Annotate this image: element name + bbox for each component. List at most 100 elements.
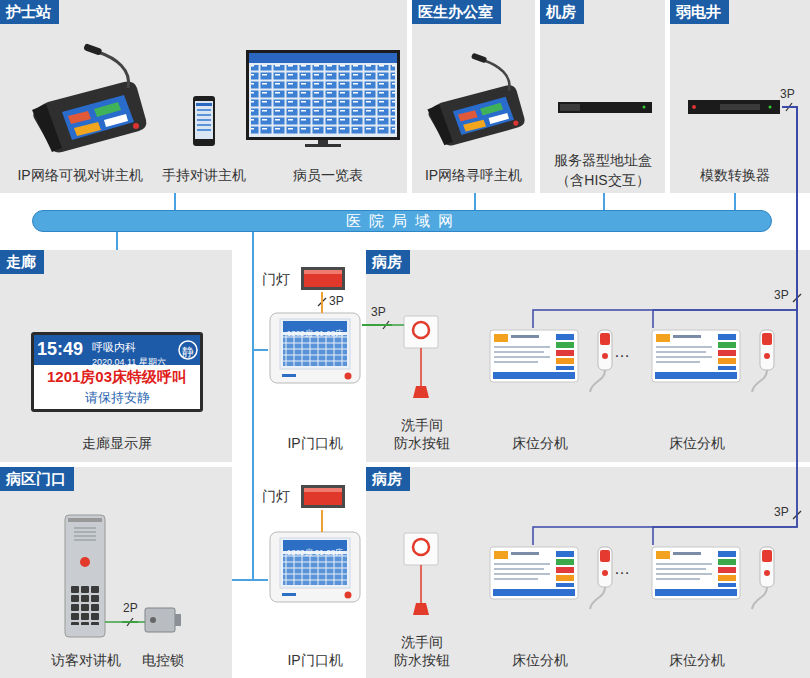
art-shape: [74, 532, 96, 533]
art-shape: [670, 0, 810, 193]
art-shape: [179, 341, 197, 359]
device-label: 门灯: [262, 270, 290, 288]
device-node: 1202房 01-03床 IP门口机: [268, 313, 362, 455]
text-holder: 病房: [366, 467, 410, 491]
text-holder: 门灯: [262, 270, 298, 288]
text-holder: 走廊: [0, 250, 44, 274]
wire: [474, 193, 476, 210]
art-shape: [80, 557, 90, 567]
lamp-node: 门灯: [262, 265, 347, 292]
screen-clock: 15:49: [37, 337, 83, 361]
device-label: 电控锁: [142, 651, 184, 669]
device-label: 洗手间 防水按钮: [392, 416, 452, 452]
text-holder: 手持对讲主机: [156, 166, 252, 184]
area-panel: 机房服务器型地址盒 （含HIS交互）: [540, 0, 665, 193]
door-unit-picture: [270, 313, 360, 383]
area-panel: 医生办公室 IP网络寻呼主机: [412, 0, 535, 193]
art-shape: [366, 467, 810, 678]
text-holder: 病房: [366, 250, 410, 274]
art-shape: [0, 250, 232, 462]
art-shape: [392, 324, 404, 326]
wire: [362, 324, 392, 326]
art-shape: [249, 63, 397, 137]
art-shape: [251, 65, 395, 135]
device-label: 洗手间 防水按钮: [392, 633, 452, 669]
device-label: IP门口机: [287, 434, 342, 452]
art-shape: [0, 467, 232, 678]
area-heading: 病房: [366, 250, 410, 274]
pull-button-picture: [404, 533, 438, 615]
art-shape: [558, 102, 652, 113]
electric-lock-picture: [145, 608, 181, 632]
screen-text: 1202房 01-03床: [287, 548, 343, 558]
text-holder: 3P: [774, 288, 789, 302]
device-label: 床位分机: [669, 651, 725, 669]
art-shape: [197, 109, 211, 111]
device-node: 床位分机: [488, 328, 620, 455]
text-holder: 1202房 01-03床: [283, 541, 347, 559]
art-shape: [366, 250, 810, 462]
text-holder: 洗手间 防水按钮: [392, 416, 452, 452]
device-node: 服务器型地址盒 （含HIS交互）: [546, 98, 660, 190]
wire: [734, 193, 736, 210]
area-heading: 医生办公室: [412, 0, 501, 24]
text-holder: 访客对讲机: [50, 651, 122, 669]
area-panel: 病房洗手间 防水按钮床位分机 床位分机: [366, 250, 810, 462]
text-holder: 机房: [540, 0, 584, 24]
wire: [321, 510, 323, 532]
art-shape: [145, 608, 175, 632]
text-holder: 弱电井: [670, 0, 729, 24]
wire: [122, 621, 138, 623]
visitor-intercom-picture: [65, 515, 105, 637]
art-shape: [34, 365, 200, 409]
door-lamp-picture: [301, 485, 345, 508]
device-label: 床位分机: [512, 651, 568, 669]
art-shape: [74, 528, 96, 529]
handset-picture: [752, 547, 774, 609]
art-shape: [318, 140, 328, 144]
bed-unit-picture: [652, 330, 740, 382]
device-label: IP网络寻呼主机: [425, 166, 522, 184]
art-shape: [197, 124, 211, 126]
door-lamp-picture: [301, 267, 345, 290]
art-shape: [197, 129, 211, 131]
text-holder: IP门口机: [268, 651, 362, 669]
art-shape: [540, 0, 665, 193]
area-heading: 走廊: [0, 250, 44, 274]
screen-text: 1202房 01-03床: [287, 329, 343, 339]
device-label: 床位分机: [512, 434, 568, 452]
art-shape: [560, 104, 580, 111]
text-holder: 门灯: [262, 487, 298, 505]
corridor-screen-picture: [31, 332, 203, 412]
device-node: IP网络寻呼主机: [414, 44, 533, 188]
text-holder: 洗手间 防水按钮: [392, 633, 452, 669]
screen-text: 2020.04.11 星期六: [92, 357, 166, 368]
art-shape: [175, 614, 181, 626]
desk-host-picture: [32, 43, 146, 152]
text-holder: 床位分机: [646, 434, 748, 452]
text-holder: 床位分机: [646, 651, 748, 669]
device-label: 模数转换器: [700, 166, 770, 184]
handheld-picture: [193, 96, 215, 146]
art-shape: [197, 119, 211, 121]
area-heading: 护士站: [0, 0, 59, 24]
art-shape: [74, 540, 96, 541]
art-shape: [0, 0, 407, 193]
device-label: IP网络可视对讲主机: [17, 166, 142, 184]
text-holder: 床位分机: [488, 434, 592, 452]
bed-unit-picture: [490, 547, 578, 599]
handset-picture: [590, 547, 612, 609]
device-node: 电控锁: [138, 598, 188, 672]
lamp-node: 门灯: [262, 484, 347, 510]
art-shape: [193, 96, 215, 146]
art-shape: [769, 106, 772, 109]
text-holder: 走廊显示屏: [30, 434, 204, 452]
device-label: IP门口机: [287, 651, 342, 669]
device-node: 访客对讲机: [50, 513, 122, 672]
text-holder: 呼吸内科: [92, 337, 162, 355]
handset-picture: [752, 330, 774, 392]
wire-count: 3P: [371, 305, 386, 319]
area-panel: 护士站IP网络可视对讲主机手持对讲主机病员一览表: [0, 0, 407, 193]
wire: [321, 292, 323, 313]
